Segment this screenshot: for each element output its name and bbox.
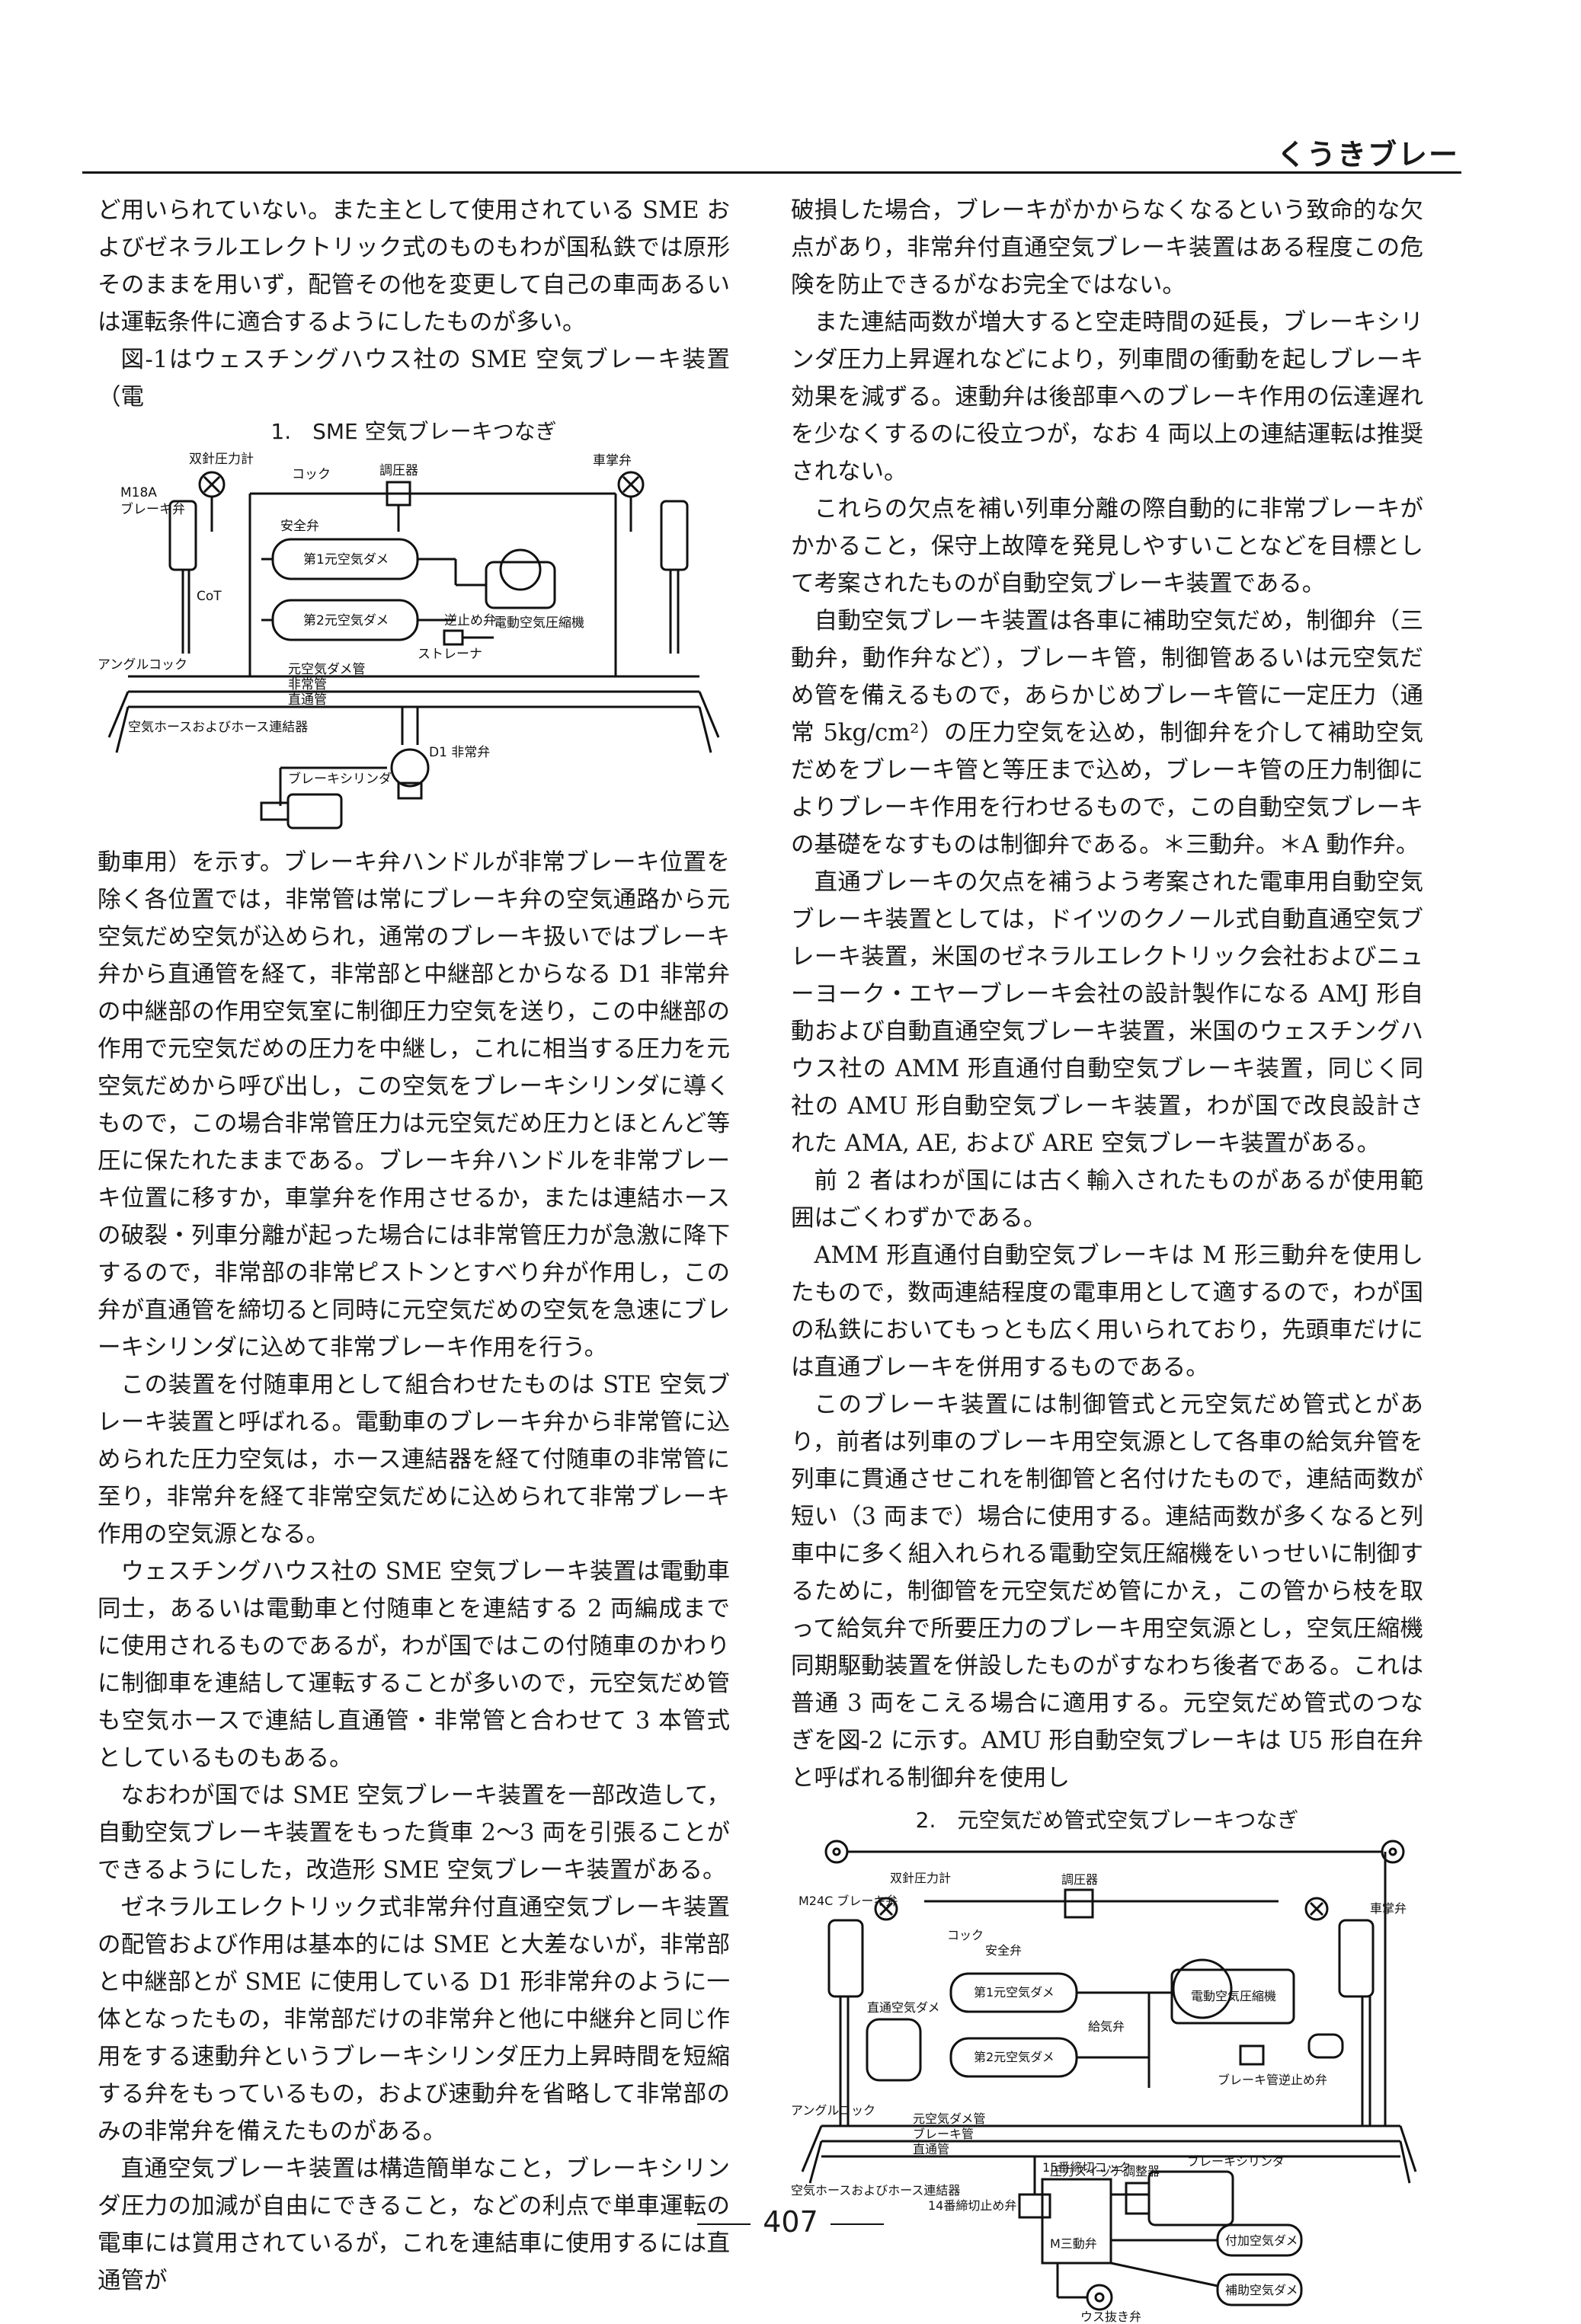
- right-paragraph-3: これらの欠点を補い列車分離の際自動的に非常ブレーキがかかること，保守上故障を発見…: [791, 496, 1423, 597]
- label-governor: 調圧器: [379, 463, 418, 478]
- left-paragraph-1: ど用いられていない。また主として使用されている SME およびゼネラルエレクトリ…: [98, 197, 730, 336]
- label-emergency-valve: 車掌弁: [593, 453, 632, 468]
- left-column: ど用いられていない。また主として使用されている SME およびゼネラルエレクトリ…: [98, 192, 730, 2300]
- right-brake-valve-2-shape: [1338, 1919, 1375, 1998]
- label-fig2-safety-valve: 安全弁: [985, 1943, 1022, 1958]
- label-fig2-feed-valve: 給気弁: [1088, 2019, 1125, 2034]
- left-paragraph-4: この装置を付随車用として組合わせたものは STE 空気ブレーキ装置と呼ばれる。電…: [98, 1372, 730, 1548]
- right-paragraph-7: AMM 形直通付自動空気ブレーキは M 形三動弁を使用したもので，数両連結程度の…: [791, 1242, 1423, 1381]
- right-paragraph-5: 直通ブレーキの欠点を補うよう考案された電車用自動空気ブレーキ装置としては，ドイツ…: [791, 869, 1423, 1157]
- left-paragraph-6: なおわが国では SME 空気ブレーキ装置を一部改造して，自動空気ブレーキ装置をも…: [98, 1782, 730, 1884]
- label-straight-pipe: 直通管: [288, 692, 327, 708]
- label-fig2-governor: 調圧器: [1061, 1872, 1098, 1887]
- right-paragraph-2: また連結両数が増大すると空走時間の延長，ブレーキシリンダ圧力上昇遅れなどにより，…: [791, 309, 1423, 485]
- label-fig2-compressor: 電動空気圧縮機: [1191, 1989, 1276, 2003]
- label-fig2-angle-cock: アングルコック: [791, 2103, 875, 2118]
- label-fig2-cock: コック: [947, 1928, 984, 1942]
- right-column: 破損した場合，ブレーキがかからなくなるという致命的な欠点があり，非常弁付直通空気…: [791, 192, 1423, 2324]
- label-fig2-supply-reservoir: 補助空気ダメ: [1225, 2283, 1298, 2297]
- triple-valve-shape: [1041, 2178, 1112, 2265]
- label-duplex-gauge: 双針圧力計: [189, 452, 254, 467]
- label-fig2-hose: 空気ホースおよびホース連結器: [791, 2183, 960, 2198]
- d1-emergency-valve-shape: [390, 748, 430, 788]
- label-fig2-cut-cock: 15番締切コック: [1042, 2160, 1131, 2175]
- aux-reservoir-shape: [1216, 2223, 1303, 2257]
- label-brake-valve: ブレーキ弁: [120, 501, 185, 517]
- label-fig2-main-pipe: 元空気ダメ管: [913, 2111, 986, 2126]
- label-m24c: M24C ブレーキ弁: [799, 1894, 898, 1908]
- page-number-dash-right: [830, 2223, 884, 2225]
- figure-2-diagram: 双針圧力計 M24C ブレーキ弁 コック 車掌弁 調圧器 安全弁 第1元空気ダメ…: [791, 1840, 1417, 2324]
- figure-1-diagram: M18A ブレーキ弁 双針圧力計 コック 調圧器 車掌弁 安全弁 第1元空気ダメ…: [98, 452, 720, 830]
- label-check-valve: 逆止め弁: [444, 613, 496, 628]
- label-fig2-straight-pipe: 直通管: [913, 2142, 949, 2156]
- supply-reservoir-shape: [1216, 2273, 1303, 2306]
- left-paragraph-5: ウェスチングハウス社の SME 空気ブレーキ装置は電動車同士，あるいは電動車と付…: [98, 1558, 730, 1772]
- label-fig2-triple-valve: M三動弁: [1050, 2236, 1097, 2251]
- label-main-pipe: 元空気ダメ管: [288, 662, 366, 677]
- header-rule: [82, 171, 1461, 174]
- compressor-shape: [485, 561, 556, 609]
- figure-1-title: 1. SME 空気ブレーキつなぎ: [270, 419, 557, 444]
- label-safety-valve: 安全弁: [280, 519, 319, 534]
- label-fig2-reservoir-2: 第2元空気ダメ: [974, 2050, 1055, 2064]
- compressor-2-shape: [1170, 1968, 1295, 2025]
- label-cut-cock: CoT: [197, 589, 222, 604]
- label-fig2-brake-pipe: ブレーキ管: [913, 2127, 974, 2141]
- label-fig2-emergency-valve: 車掌弁: [1370, 1901, 1407, 1916]
- label-reservoir-2: 第2元空気ダメ: [303, 613, 389, 628]
- label-fig2-relay-valve: 14番締切止め弁: [928, 2198, 1016, 2213]
- label-hose: 空気ホースおよびホース連結器: [128, 720, 308, 735]
- page-number: 407: [0, 2205, 1581, 2239]
- right-paragraph-1: 破損した場合，ブレーキがかからなくなるという致命的な欠点があり，非常弁付直通空気…: [791, 197, 1423, 299]
- label-fig2-pressure-switch: 圧力スイッチ調整器: [1050, 2164, 1160, 2179]
- label-reservoir-1: 第1元空気ダメ: [303, 552, 389, 567]
- right-brake-valve-shape: [660, 500, 689, 571]
- page-number-text: 407: [763, 2205, 818, 2239]
- brake-cylinder-shape: [286, 793, 343, 830]
- label-d1-valve: D1 非常弁: [429, 745, 490, 760]
- left-paragraph-8: 直通空気ブレーキ装置は構造簡単なこと，ブレーキシリンダ圧力の加減が自由にできるこ…: [98, 2156, 730, 2294]
- left-paragraph-7: ゼネラルエレクトリック式非常弁付直通空気ブレーキ装置の配管および作用は基本的には…: [98, 1894, 730, 2145]
- label-fig2-brake-cylinder: ブレーキシリンダ: [1187, 2154, 1285, 2169]
- left-paragraph-2: 図-1はウェスチングハウス社の SME 空気ブレーキ装置（電: [98, 347, 730, 411]
- label-fig2-aux-reservoir: 付加空気ダメ: [1225, 2233, 1298, 2248]
- dc-reservoir-shape: [866, 2018, 922, 2082]
- label-fig2-gauge: 双針圧力計: [890, 1871, 951, 1885]
- page-number-dash-left: [697, 2223, 751, 2225]
- label-fig2-dc-reservoir: 直通空気ダメ: [867, 2000, 940, 2015]
- label-m18a: M18A: [120, 485, 157, 500]
- label-filter: ストレーナ: [418, 647, 482, 662]
- label-emergency-pipe: 非常管: [288, 677, 327, 692]
- label-compressor: 電動空気圧縮機: [494, 615, 584, 631]
- right-paragraph-8: このブレーキ装置には制御管式と元空気だめ管式とがあり，前者は列車のブレーキ用空気…: [791, 1392, 1424, 1792]
- label-brake-cylinder: ブレーキシリンダ: [288, 771, 392, 787]
- label-fig2-reservoir-1: 第1元空気ダメ: [974, 1985, 1055, 2000]
- right-paragraph-4: 自動空気ブレーキ装置は各車に補助空気だめ，制御弁（三動弁，動作弁など），ブレーキ…: [791, 608, 1423, 858]
- m24c-brake-valve-shape: [827, 1919, 864, 1998]
- running-header: くうきブレー: [1276, 138, 1459, 171]
- left-paragraph-3: 動車用）を示す。ブレーキ弁ハンドルが非常ブレーキ位置を除く各位置では，非常管は常…: [98, 849, 730, 1361]
- label-fig2-brake-pipe-check: ブレーキ管逆止め弁: [1218, 2073, 1327, 2087]
- label-angle-cock: アングルコック: [98, 657, 187, 673]
- right-paragraph-6: 前 2 者はわが国には古く輸入されたものがあるが使用範囲はごくわずかである。: [791, 1168, 1423, 1232]
- label-cock: コック: [292, 467, 331, 482]
- figure-2-title: 2. 元空気だめ管式空気ブレーキつなぎ: [915, 1808, 1299, 1833]
